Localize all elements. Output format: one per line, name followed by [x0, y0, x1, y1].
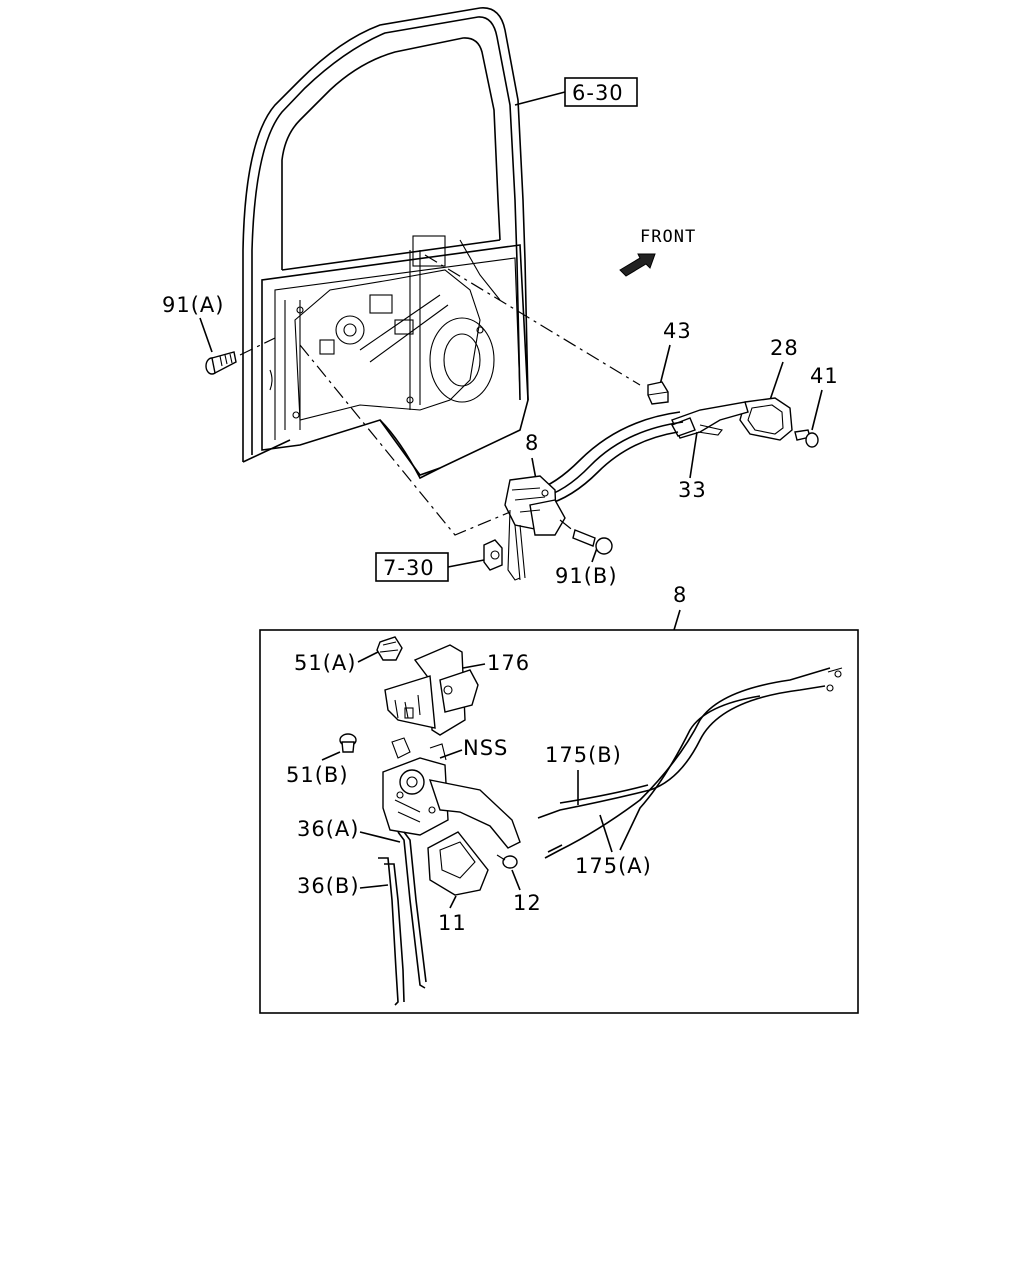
callout-28: 28: [770, 336, 799, 360]
callout-12: 12: [513, 891, 542, 915]
cable-175a: [544, 667, 843, 859]
leader-dash-lower: [299, 344, 516, 536]
front-label: FRONT: [640, 227, 696, 247]
callout-33: 33: [678, 478, 707, 502]
cable-175b: [537, 684, 834, 819]
rod-36a: [397, 831, 427, 989]
bolt-91b: [572, 529, 613, 555]
callout-91b: 91(B): [555, 564, 618, 588]
door-ref-label: 6-30: [572, 81, 624, 105]
handle-bezel-28: [739, 397, 793, 441]
screw-41: [794, 429, 819, 448]
clip-51a: [376, 636, 403, 661]
rod-36b: [378, 857, 405, 1006]
callout-41: 41: [810, 364, 839, 388]
callout-91a: 91(A): [162, 293, 224, 317]
inside-handle-33: [671, 401, 749, 439]
callout-8-box: 8: [673, 583, 687, 607]
callout-36a: 36(A): [297, 817, 359, 841]
leader-dash-upper: [424, 254, 641, 386]
callout-175b: 175(B): [545, 743, 622, 767]
clip-43: [647, 381, 669, 405]
striker-part: [483, 539, 503, 571]
callout-51b: 51(B): [286, 763, 349, 787]
actuator-176: [384, 644, 479, 736]
door-latch-nss: [382, 737, 521, 849]
detail-box-8: [259, 629, 859, 1014]
door-assembly: [242, 7, 529, 480]
door-ref-box: [564, 77, 638, 107]
callout-11: 11: [438, 911, 467, 935]
door-ref-leader: [514, 91, 566, 106]
hinge-ref-label: 7-30: [383, 556, 435, 580]
callout-175a: 175(A): [575, 854, 652, 878]
callout-51a: 51(A): [294, 651, 356, 675]
bolt-51b: [339, 733, 357, 753]
callout-nss: NSS: [463, 736, 508, 760]
latch-cover-11: [427, 831, 489, 896]
callout-36b: 36(B): [297, 874, 360, 898]
bolt-91a: [205, 351, 237, 375]
latch-assembly-8: [504, 475, 566, 581]
callout-43: 43: [663, 319, 692, 343]
callout-176: 176: [487, 651, 530, 675]
screw-12: [496, 854, 518, 869]
callout-8-top: 8: [525, 431, 539, 455]
front-arrow-icon: [619, 253, 656, 277]
